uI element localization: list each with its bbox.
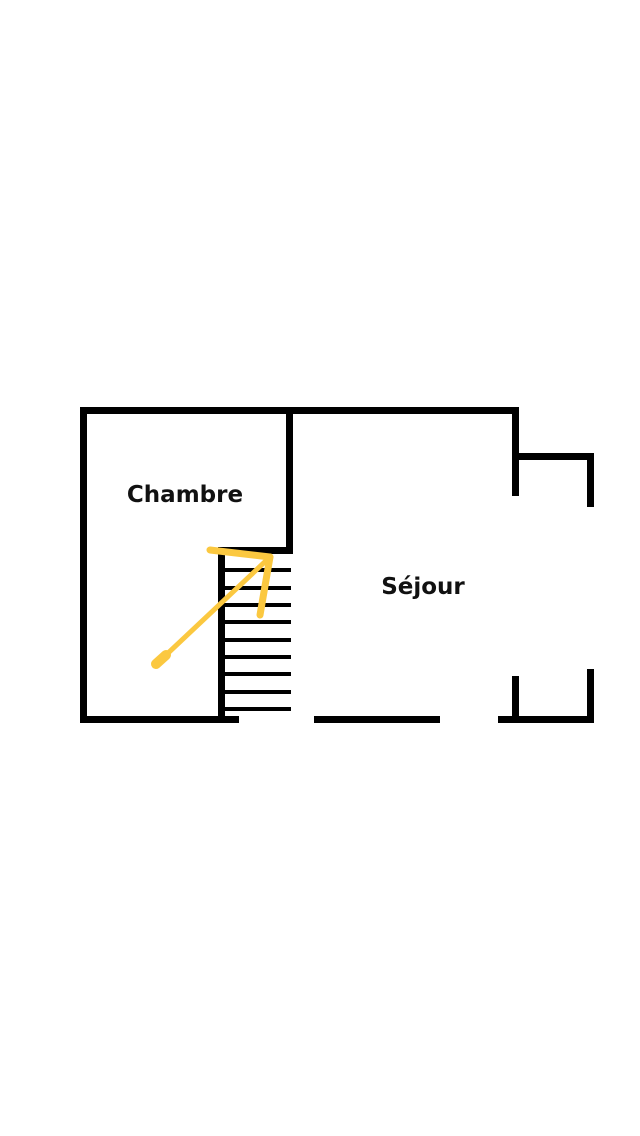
wall-top: [80, 407, 519, 414]
stair-step: [225, 603, 291, 607]
wall-bottom-left: [80, 716, 239, 723]
wall-interior-horizontal: [218, 547, 293, 554]
stair-step: [225, 638, 291, 642]
stair-step: [225, 586, 291, 590]
wall-left: [80, 407, 87, 723]
stair-step: [225, 655, 291, 659]
stair-step: [225, 707, 291, 711]
wall-alcove-right-upper: [587, 453, 594, 507]
walls: [80, 407, 594, 723]
stair-step: [225, 672, 291, 676]
wall-right-upper: [512, 407, 519, 496]
stair-step: [225, 690, 291, 694]
wall-right-lower: [512, 676, 519, 723]
wall-interior-vertical: [286, 407, 293, 554]
wall-alcove-top: [512, 453, 594, 460]
wall-stair-side: [218, 547, 225, 723]
room-label-chambre: Chambre: [127, 482, 243, 508]
wall-alcove-right-lower: [587, 669, 594, 723]
wall-bottom-middle: [314, 716, 440, 723]
wall-bottom-right: [498, 716, 594, 723]
room-label-sejour: Séjour: [381, 574, 465, 600]
direction-arrow-icon: [151, 546, 274, 669]
stair-step: [225, 620, 291, 624]
